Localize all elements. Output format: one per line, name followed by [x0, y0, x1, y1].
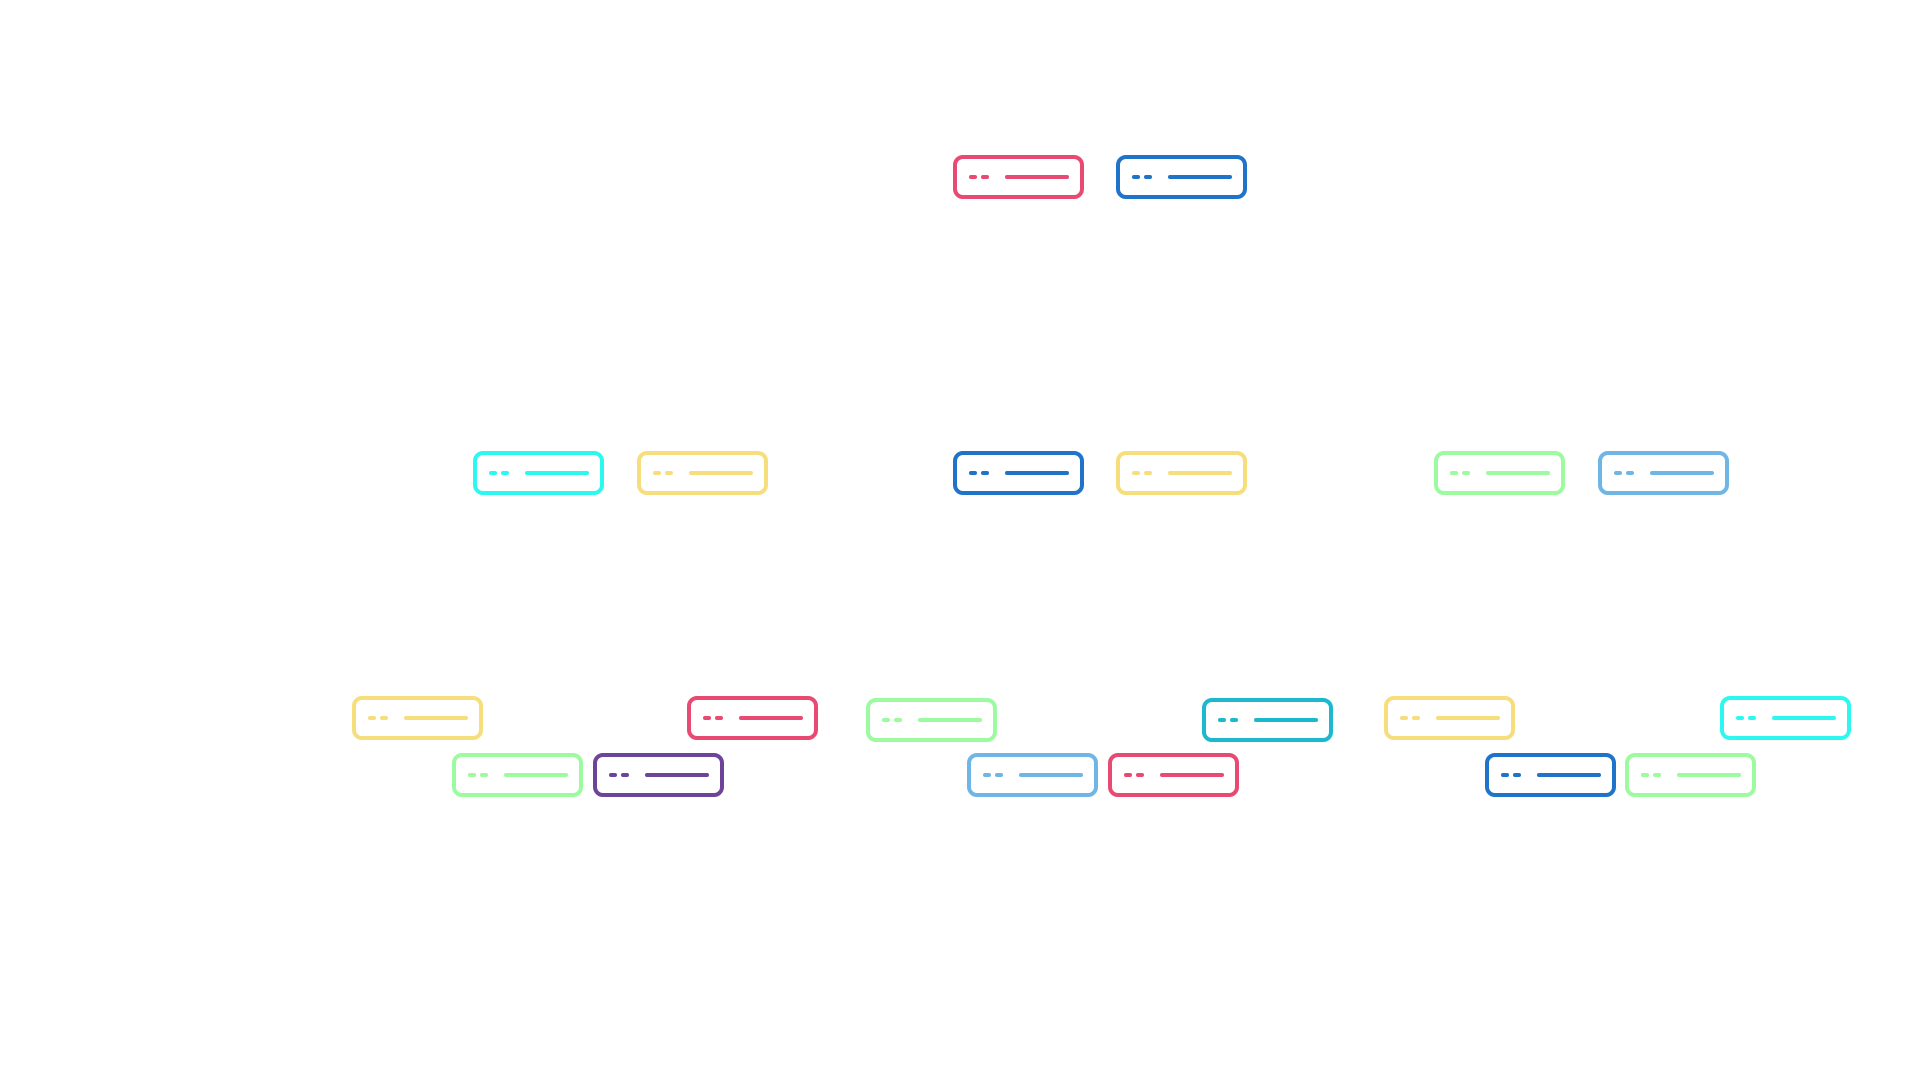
right-group-lower-card-2	[1625, 753, 1756, 797]
left-group-lower-card-2	[593, 753, 724, 797]
right-pair-card-2	[1598, 451, 1729, 495]
right-group-upper-card-1	[1384, 696, 1515, 740]
right-pair-card-1	[1434, 451, 1565, 495]
center-group-lower-card-2	[1108, 753, 1239, 797]
left-group-upper-card-2	[687, 696, 818, 740]
center-group-upper-card-2	[1202, 698, 1333, 742]
root-card-2	[1116, 155, 1247, 199]
left-pair-card-1	[473, 451, 604, 495]
center-group-lower-card-1	[967, 753, 1098, 797]
right-group-upper-card-2	[1720, 696, 1851, 740]
right-group-lower-card-1	[1485, 753, 1616, 797]
center-pair-card-1	[953, 451, 1084, 495]
left-pair-card-2	[637, 451, 768, 495]
root-card-1	[953, 155, 1084, 199]
center-group-upper-card-1	[866, 698, 997, 742]
left-group-upper-card-1	[352, 696, 483, 740]
center-pair-card-2	[1116, 451, 1247, 495]
left-group-lower-card-1	[452, 753, 583, 797]
